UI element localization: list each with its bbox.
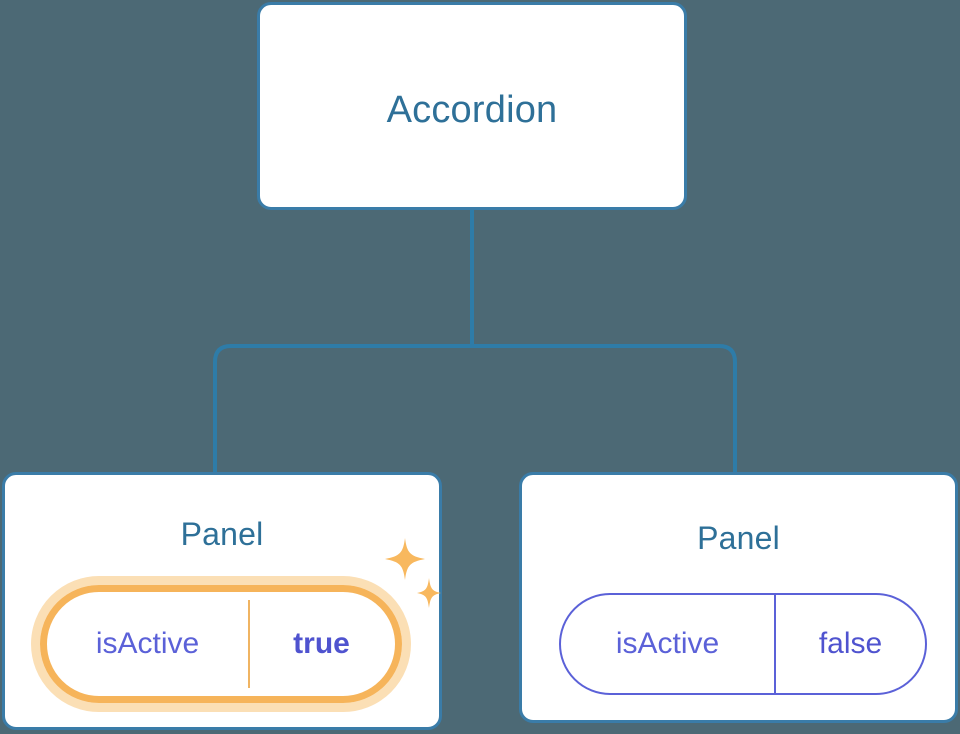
prop-key-isactive: isActive: [95, 627, 200, 660]
prop-pill-isactive-true-wrap[interactable]: isActive true: [31, 576, 411, 712]
prop-key-isactive: isActive: [615, 627, 720, 660]
prop-value-false: false: [774, 595, 925, 693]
prop-pill-isactive-true[interactable]: isActive true: [40, 585, 402, 703]
prop-pill-isactive-false[interactable]: isActive false: [559, 593, 927, 695]
prop-pill-glow: [31, 576, 411, 712]
prop-value-true-text: true: [293, 627, 350, 660]
prop-value-true: true: [248, 592, 395, 696]
connector-branch-bus: [213, 344, 737, 472]
node-panel-inactive[interactable]: Panel isActive false: [519, 472, 958, 723]
node-accordion-title: Accordion: [386, 89, 558, 131]
node-accordion[interactable]: Accordion: [257, 2, 687, 210]
node-panel-active-title: Panel: [180, 516, 264, 552]
prop-pill-divider: [248, 600, 250, 688]
node-panel-inactive-title: Panel: [697, 520, 780, 556]
